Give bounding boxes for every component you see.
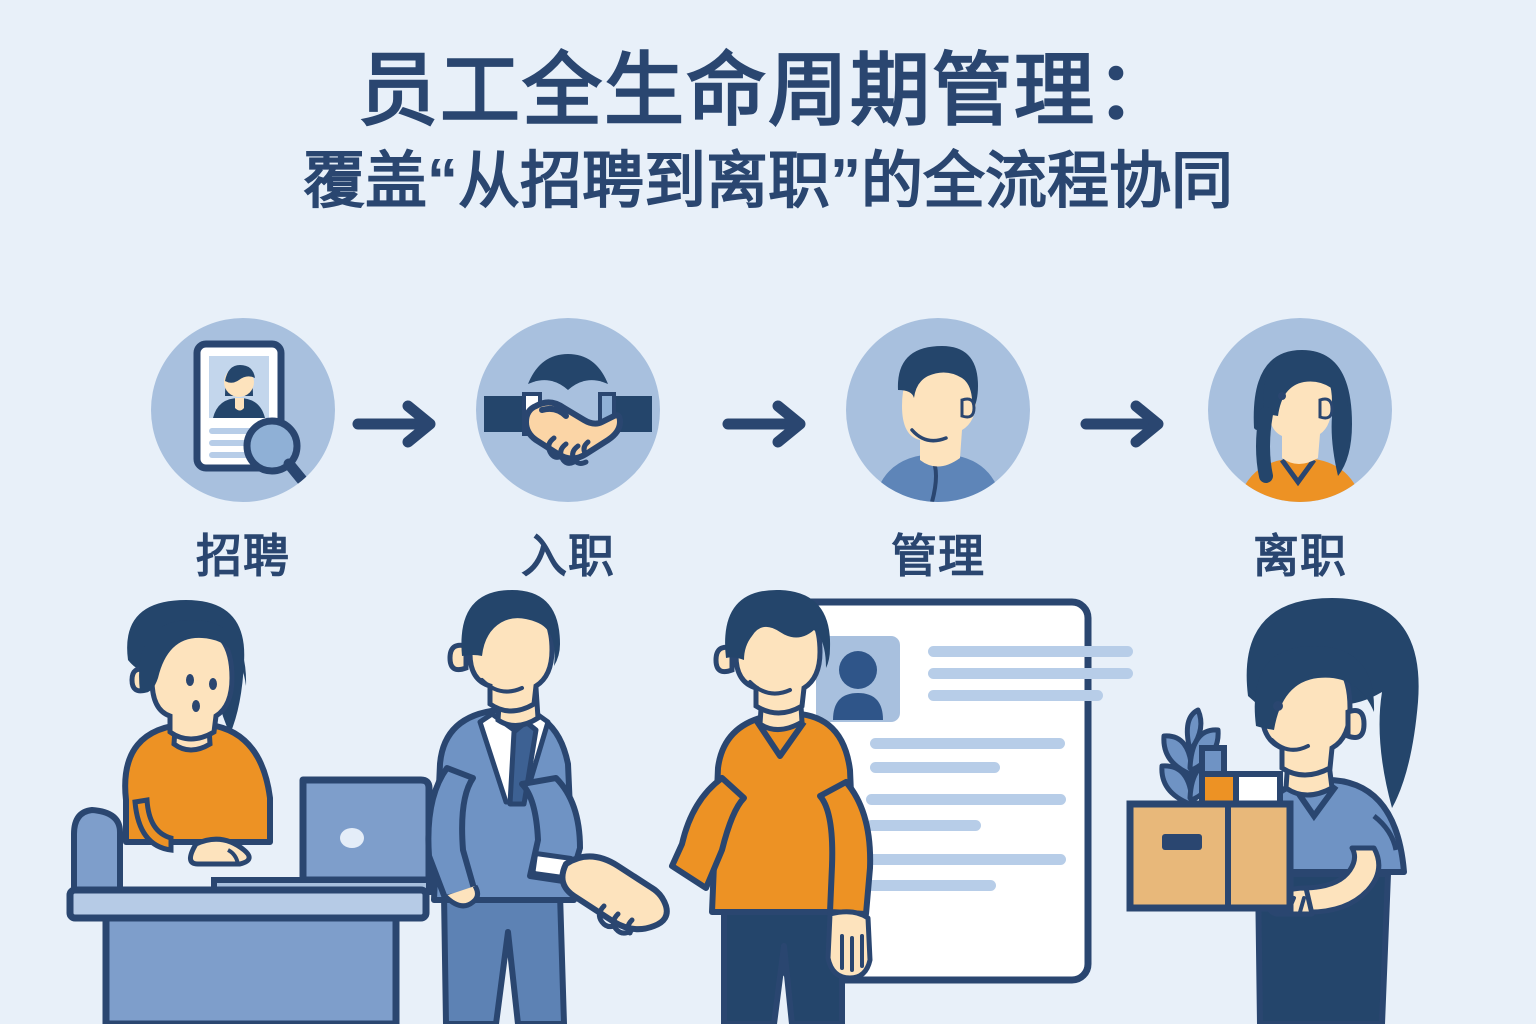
flow-step-label: 入职 bbox=[521, 530, 615, 582]
woman-working-on-laptop bbox=[66, 600, 433, 1024]
arrow-right-icon bbox=[722, 396, 818, 452]
departing-employee-carrying-box bbox=[1126, 598, 1419, 1024]
flow-step-label: 招聘 bbox=[196, 530, 290, 582]
flow-step-onboard[interactable]: 入职 bbox=[473, 318, 663, 586]
office-scene bbox=[0, 588, 1536, 1024]
female-avatar-icon bbox=[1208, 318, 1392, 502]
new-hire-in-orange-sweater bbox=[669, 589, 874, 1024]
handshake-gesture bbox=[559, 853, 670, 936]
page-subtitle: 覆盖“从招聘到离职”的全流程协同 bbox=[302, 147, 1233, 217]
page-title: 员工全生命周期管理： bbox=[358, 46, 1178, 135]
flow-step-manage[interactable]: 管理 bbox=[843, 318, 1033, 586]
arrow-right-icon bbox=[352, 396, 448, 452]
title-block: 员工全生命周期管理： 覆盖“从招聘到离职”的全流程协同 bbox=[0, 46, 1536, 218]
manager-in-suit-shaking-hands bbox=[425, 590, 583, 1024]
personal-belongings-box bbox=[1126, 707, 1294, 912]
male-avatar-icon bbox=[846, 318, 1030, 502]
flow-step-label: 离职 bbox=[1253, 530, 1347, 582]
flow-step-recruit[interactable]: 招聘 bbox=[148, 318, 338, 586]
flow-step-label: 管理 bbox=[891, 530, 985, 582]
arrow-right-icon bbox=[1080, 396, 1176, 452]
lifecycle-flow: 招聘 bbox=[0, 318, 1536, 588]
flow-step-offboard[interactable]: 离职 bbox=[1205, 318, 1395, 586]
handshake-icon bbox=[476, 318, 660, 502]
resume-search-icon bbox=[151, 318, 335, 502]
